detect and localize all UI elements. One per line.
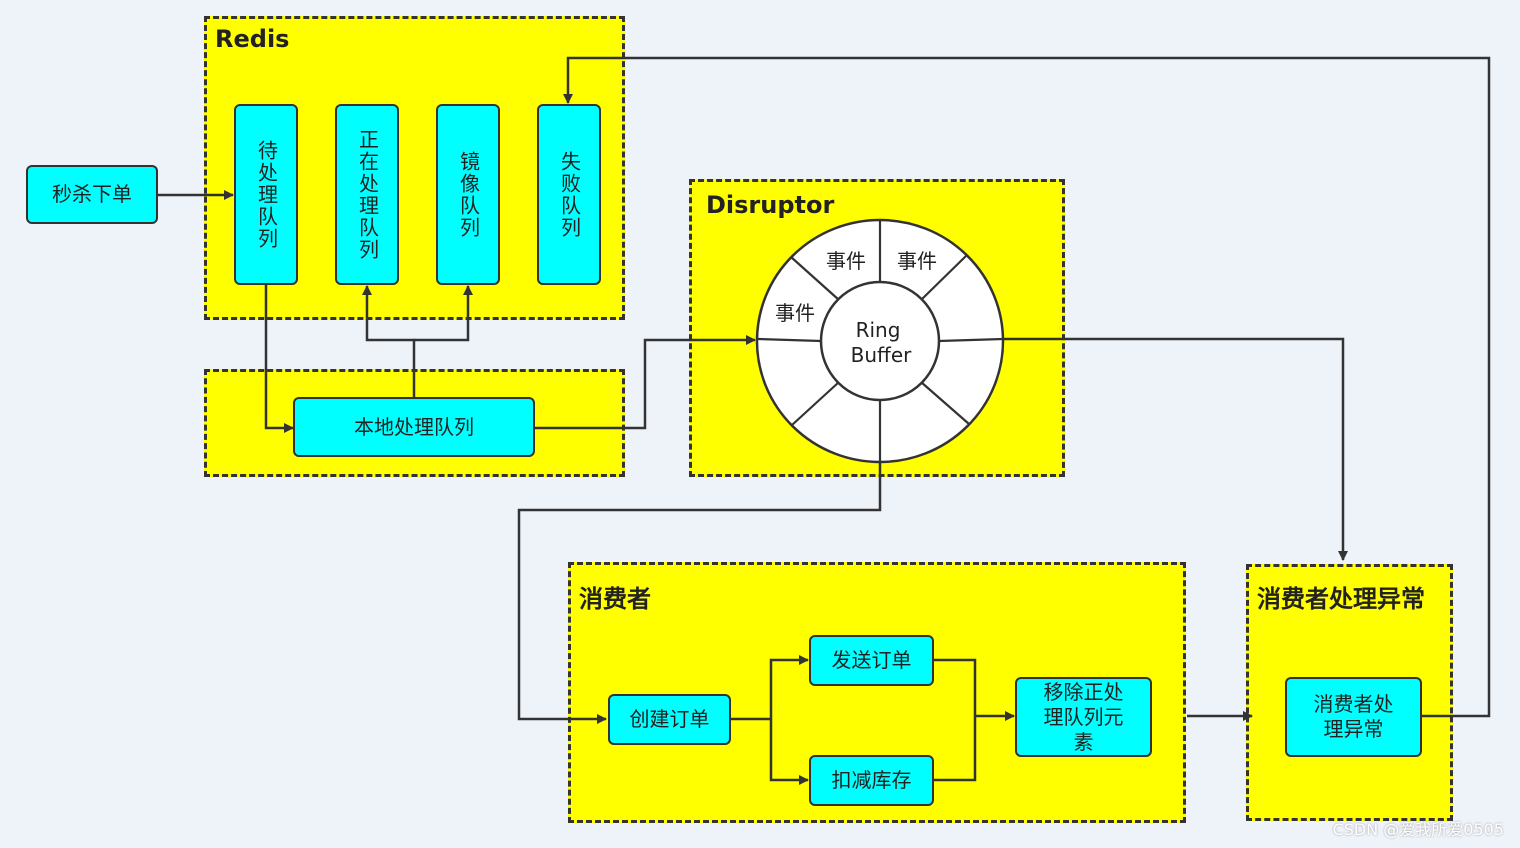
- redis-group-title: Redis: [215, 25, 290, 53]
- create-order-node[interactable]: 创建订单: [608, 694, 731, 745]
- ring-event-label: 事件: [897, 249, 937, 273]
- ring-spoke: [920, 254, 968, 301]
- connector-pending-to-local: [264, 285, 294, 433]
- ring-spoke: [791, 381, 840, 426]
- consumer-exception-group-title: 消费者处理异常: [1257, 585, 1425, 613]
- connector-ringbuffer-to-exception: [1003, 337, 1348, 561]
- ring-center: [819, 280, 941, 402]
- ring-spoke: [757, 337, 822, 343]
- consumer-exception-node[interactable]: 消费者处理异常: [1285, 677, 1422, 757]
- ring-event-label: 事件: [826, 249, 866, 273]
- connector-deduct-to-join: [934, 716, 977, 782]
- deduct-stock-node[interactable]: 扣减库存: [809, 755, 934, 806]
- failed-queue-node[interactable]: 失败队列: [537, 104, 601, 285]
- processing-queue-node[interactable]: 正在处理队列: [335, 104, 399, 285]
- connector-branch-to-send: [769, 655, 809, 719]
- send-order-node[interactable]: 发送订单: [809, 635, 934, 686]
- local-queue-node[interactable]: 本地处理队列: [293, 397, 535, 457]
- ring-spoke: [938, 337, 1004, 343]
- watermark: CSDN @爱我所爱0505: [1332, 820, 1504, 839]
- consumer-group-title: 消费者: [579, 585, 651, 613]
- pending-queue-node[interactable]: 待处理队列: [234, 104, 298, 285]
- ring-center-label-line2: Buffer: [851, 343, 912, 367]
- connector-branch-to-deduct: [769, 719, 809, 785]
- ring-event-label: 事件: [775, 301, 815, 325]
- connector-send-to-join: [934, 658, 977, 716]
- connector-local-to-ringbuffer: [535, 335, 756, 430]
- disruptor-group-title: Disruptor: [706, 191, 835, 219]
- connector-local-to-mirror: [414, 285, 473, 342]
- connector-ringbuffer-to-create-order: [517, 462, 882, 724]
- mirror-queue-node[interactable]: 镜像队列: [436, 104, 500, 285]
- ring-spoke: [790, 256, 840, 301]
- ring-center-label-line1: Ring: [856, 318, 901, 342]
- seckill-order-node[interactable]: 秒杀下单: [26, 165, 158, 224]
- ring-spoke: [920, 381, 970, 425]
- connector-local-to-processing: [362, 285, 416, 397]
- connector-exception-to-failed: [563, 56, 1491, 718]
- remove-processing-element-node[interactable]: 移除正处理队列元素: [1015, 677, 1152, 757]
- ring-buffer: Ring Buffer 事件 事件 事件: [755, 218, 1005, 464]
